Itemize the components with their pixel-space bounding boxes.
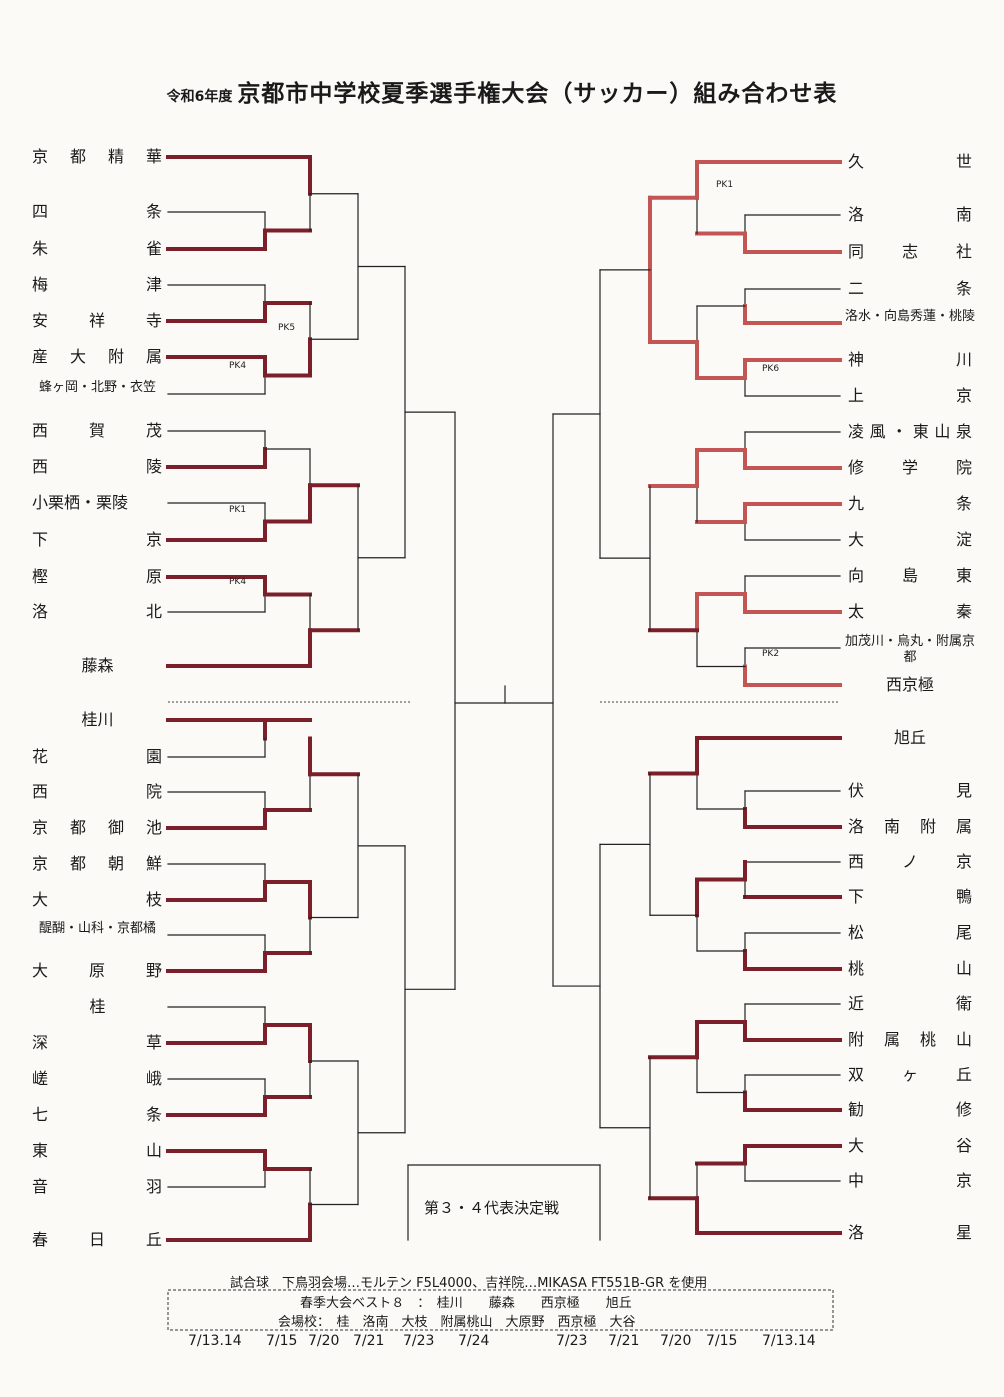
team-right: 西京極 [885, 675, 934, 694]
team-left: 醍醐・山科・京都橘 [38, 921, 156, 936]
year-label: 令和6年度 [166, 89, 233, 105]
date-label: 7/15 [266, 1333, 298, 1349]
team-right: 太秦 [848, 602, 972, 621]
team-left: 京都朝鮮 [32, 854, 162, 873]
team-left: 京都精華 [32, 147, 162, 166]
team-left: 洛北 [32, 602, 162, 621]
team-left: 嵯峨 [32, 1069, 162, 1088]
date-label: 7/13.14 [188, 1333, 242, 1349]
team-right: 凌風・東山泉 [848, 422, 972, 441]
team-left: 樫原 [32, 567, 162, 586]
team-right: 修学院 [848, 458, 972, 477]
team-right: 九条 [848, 494, 972, 513]
team-left: 大原野 [32, 961, 162, 980]
team-left: 七条 [32, 1105, 162, 1124]
team-right: 桃山 [848, 959, 972, 978]
pk-label: PK4 [229, 577, 246, 587]
team-left: 朱雀 [32, 239, 162, 258]
pk-label: PK2 [762, 649, 779, 659]
pk-label: PK5 [278, 323, 295, 333]
team-left: 安祥寺 [32, 311, 162, 330]
team-left: 春日丘 [32, 1230, 162, 1249]
date-label: 7/13.14 [762, 1333, 816, 1349]
team-right: 久世 [848, 152, 972, 171]
page-title: 令和6年度 京都市中学校夏季選手権大会（サッカー）組み合わせ表 [0, 74, 1004, 108]
team-right: 加茂川・烏丸・附属京都 [845, 634, 976, 665]
team-left: 四条 [32, 202, 162, 221]
team-left: 大枝 [32, 890, 162, 909]
pk-label: PK1 [716, 180, 733, 190]
team-left: 東山 [32, 1141, 162, 1160]
ball-note: 試合球 下鳥羽会場…モルテン F5L4000、吉祥院…MIKASA FT551B… [230, 1276, 708, 1291]
team-right: 洛南 [848, 205, 972, 224]
team-right: 洛水・向島秀蓮・桃陵 [845, 309, 976, 324]
date-label: 7/21 [353, 1333, 385, 1349]
team-left: 蜂ヶ岡・北野・衣笠 [38, 380, 156, 395]
team-right: 松尾 [848, 923, 972, 942]
team-right: 大淀 [848, 530, 972, 549]
team-left: 京都御池 [32, 818, 162, 837]
pk-label: PK6 [762, 364, 779, 374]
venue-note: 会場校： 桂 洛南 大枝 附属桃山 大原野 西京極 大谷 [278, 1315, 636, 1330]
team-left: 桂 [89, 997, 106, 1016]
team-right: 西ノ京 [848, 852, 972, 871]
team-left: 小栗栖・栗陵 [32, 493, 129, 512]
best8-note: 春季大会ベスト８ ： 桂川 藤森 西京極 旭丘 [300, 1296, 632, 1311]
team-right: 双ヶ丘 [848, 1065, 972, 1084]
date-label: 7/23 [556, 1333, 588, 1349]
team-right: 下鴨 [848, 887, 972, 906]
team-right: 上京 [848, 386, 972, 405]
team-right: 中京 [848, 1171, 972, 1190]
team-right: 勧修 [848, 1100, 972, 1119]
team-right: 同志社 [848, 242, 972, 261]
date-label: 7/24 [458, 1333, 490, 1349]
team-right: 旭丘 [893, 728, 926, 747]
playoff-label: 第３・４代表決定戦 [424, 1199, 560, 1217]
team-left: 音羽 [32, 1177, 162, 1196]
date-label: 7/20 [660, 1333, 692, 1349]
team-right: 向島東 [848, 566, 972, 585]
team-left: 西陵 [32, 457, 162, 476]
main-title: 京都市中学校夏季選手権大会（サッカー）組み合わせ表 [237, 81, 838, 107]
team-right: 伏見 [848, 781, 972, 800]
date-label: 7/20 [308, 1333, 340, 1349]
team-right: 洛南附属 [848, 817, 972, 836]
team-left: 藤森 [81, 656, 114, 675]
team-right: 洛星 [848, 1223, 972, 1242]
team-left: 梅津 [32, 275, 162, 294]
team-left: 下京 [32, 530, 162, 549]
team-left: 桂川 [81, 710, 114, 729]
date-label: 7/21 [608, 1333, 640, 1349]
pk-label: PK4 [229, 361, 246, 371]
date-label: 7/23 [403, 1333, 435, 1349]
team-right: 大谷 [848, 1136, 972, 1155]
footer-box [167, 1289, 834, 1331]
team-right: 二条 [848, 279, 972, 298]
team-left: 産大附属 [32, 347, 162, 366]
team-right: 附属桃山 [848, 1030, 972, 1049]
team-left: 花園 [32, 747, 162, 766]
team-left: 西院 [32, 782, 162, 801]
team-left: 西賀茂 [32, 421, 162, 440]
team-right: 神川 [848, 350, 972, 369]
team-left: 深草 [32, 1033, 162, 1052]
team-right: 近衛 [848, 994, 972, 1013]
pk-label: PK1 [229, 505, 246, 515]
date-label: 7/15 [706, 1333, 738, 1349]
